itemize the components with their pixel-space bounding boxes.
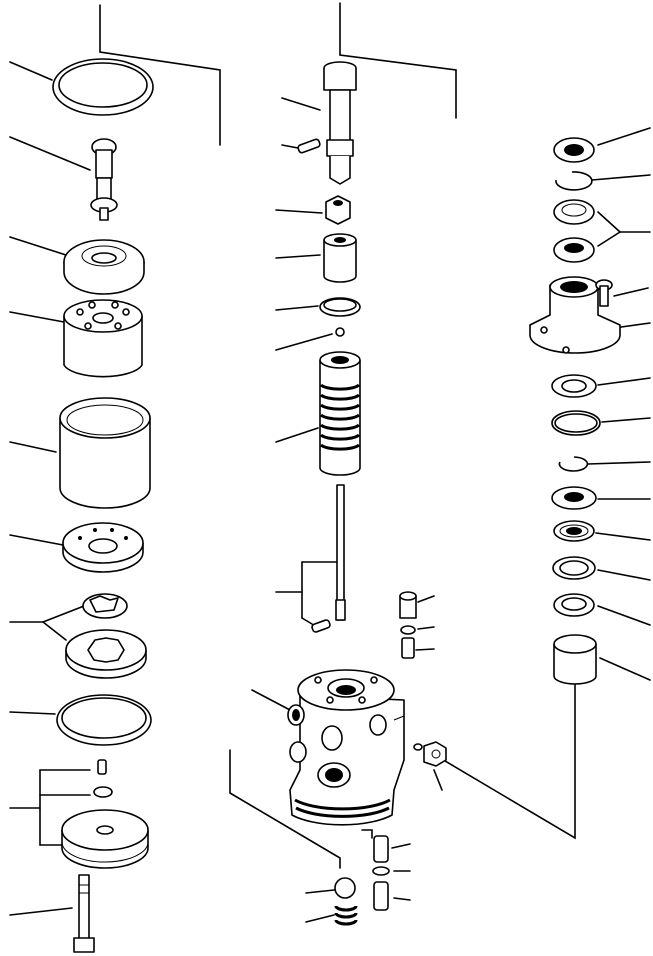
relief-oring xyxy=(372,866,411,876)
split-ring xyxy=(275,297,361,317)
pressure-plate xyxy=(9,522,144,573)
needle-bearing xyxy=(553,520,651,542)
center-group-bracket xyxy=(339,2,457,119)
seal-c xyxy=(553,593,651,626)
seal-ring-top xyxy=(9,58,154,116)
check-ball xyxy=(305,877,356,899)
plug-fitting-lower xyxy=(401,637,435,659)
right-group-bracket xyxy=(229,681,576,869)
bearing-pair xyxy=(553,199,651,263)
snap-ring-top xyxy=(555,171,651,191)
drive-shaft xyxy=(9,136,118,221)
end-cover-assembly xyxy=(9,759,149,869)
spacer-bushing xyxy=(275,233,357,283)
long-bolt xyxy=(9,874,95,953)
side-connector xyxy=(413,741,447,791)
oring-fitting xyxy=(400,625,435,635)
left-group-bracket xyxy=(99,4,221,146)
housing-sleeve xyxy=(9,397,151,509)
end-cap xyxy=(553,634,651,685)
valve-plate xyxy=(9,236,145,295)
seal-ring-lower xyxy=(9,694,152,746)
control-spool xyxy=(275,351,361,476)
check-spring xyxy=(305,905,358,926)
plug-fitting-upper xyxy=(399,591,435,619)
flange-cover xyxy=(529,276,651,354)
cylinder-block xyxy=(9,299,143,378)
relief-plug-upper xyxy=(361,829,411,863)
shaft-key xyxy=(281,138,321,154)
washer-a xyxy=(551,374,651,398)
washer-c xyxy=(552,556,651,581)
oring-a xyxy=(551,410,651,436)
gerotor-set xyxy=(9,593,147,679)
relief-plug-lower xyxy=(373,881,411,911)
hex-nut xyxy=(275,195,351,225)
bearing-top xyxy=(553,127,651,163)
push-rod-and-pin xyxy=(275,484,346,633)
splined-shaft xyxy=(281,61,357,185)
small-ball xyxy=(275,327,345,351)
valve-housing xyxy=(251,669,405,826)
snap-ring-b xyxy=(558,456,651,472)
flange-bolt xyxy=(595,279,649,307)
washer-b xyxy=(551,486,651,510)
